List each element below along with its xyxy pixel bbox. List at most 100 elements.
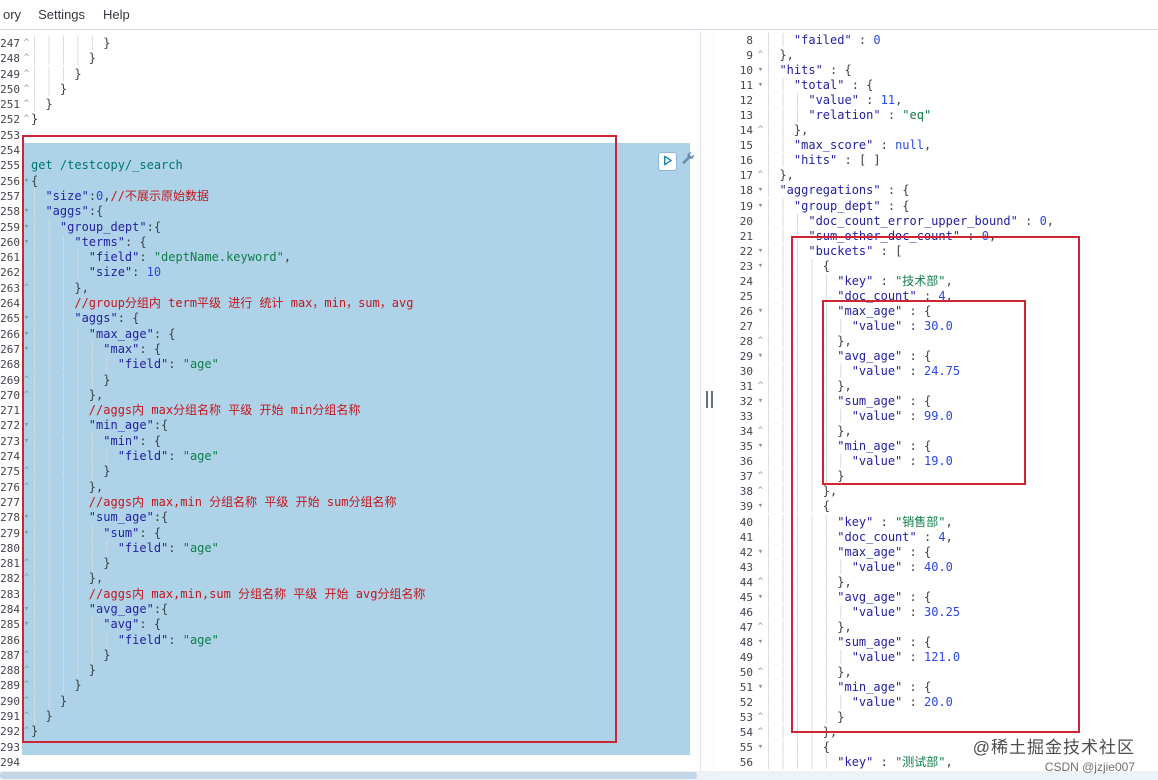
line-number: 267	[0, 342, 20, 356]
fold-open-icon[interactable]: ▾	[23, 175, 30, 186]
fold-end-icon[interactable]: ^	[23, 83, 30, 94]
fold-spacer	[756, 214, 765, 229]
fold-end-icon[interactable]: ^	[757, 381, 764, 392]
code-line-content: ^│ │ │ },	[22, 280, 690, 297]
fold-end-icon[interactable]: ^	[757, 486, 764, 497]
send-request-button[interactable]	[658, 152, 677, 171]
fold-open-icon[interactable]: ▾	[757, 350, 764, 361]
horizontal-scrollbar-thumb[interactable]	[0, 772, 697, 779]
code-text: │ │ │ │ {	[765, 258, 831, 273]
fold-end-icon[interactable]: ^	[23, 695, 30, 706]
fold-open-icon[interactable]: ▾	[757, 200, 764, 211]
line-number: 32	[739, 395, 753, 409]
code-text: │ │ │ │ │ "doc_count" : 4,	[765, 288, 953, 303]
fold-open-icon[interactable]: ▾	[23, 221, 30, 232]
fold-end-icon[interactable]: ^	[23, 558, 30, 569]
fold-end-icon[interactable]: ^	[23, 665, 30, 676]
line-number: 269	[0, 373, 20, 387]
fold-open-icon[interactable]: ▾	[23, 420, 30, 431]
fold-open-icon[interactable]: ▾	[23, 603, 30, 614]
resize-handle-icon[interactable]	[706, 391, 713, 408]
fold-end-icon[interactable]: ^	[757, 666, 764, 677]
line-number: 277	[0, 495, 20, 509]
fold-end-icon[interactable]: ^	[757, 335, 764, 346]
fold-open-icon[interactable]: ▾	[757, 305, 764, 316]
code-line-content: ^│ │ │ │ │ },	[756, 620, 1158, 635]
fold-end-icon[interactable]: ^	[757, 170, 764, 181]
line-number: 275	[0, 465, 20, 479]
code-text: │ │ │ │ │ │ "value" : 30.25	[765, 604, 961, 619]
fold-open-icon[interactable]: ▾	[757, 591, 764, 602]
fold-open-icon[interactable]: ▾	[757, 245, 764, 256]
fold-end-icon[interactable]: ^	[23, 389, 30, 400]
code-text: │ │ │ │ │ },	[765, 664, 852, 679]
line-number: 9	[746, 49, 753, 63]
fold-spacer	[756, 454, 765, 469]
horizontal-scrollbar[interactable]	[0, 771, 1158, 780]
code-text: │ │ │ │ │ "doc_count" : 4,	[765, 529, 953, 544]
menu-item-help[interactable]: Help	[103, 7, 130, 22]
request-editor[interactable]: 247^│ │ │ │ │ }248^│ │ │ │ }249^│ │ │ }2…	[0, 31, 700, 771]
fold-open-icon[interactable]: ▾	[23, 527, 30, 538]
fold-end-icon[interactable]: ^	[23, 114, 30, 125]
fold-open-icon[interactable]: ▾	[757, 396, 764, 407]
fold-end-icon[interactable]: ^	[23, 53, 30, 64]
fold-end-icon[interactable]: ^	[23, 38, 30, 48]
code-line-content: get /testcopy/_search	[22, 158, 690, 174]
fold-open-icon[interactable]: ▾	[757, 742, 764, 753]
fold-open-icon[interactable]: ▾	[757, 501, 764, 512]
fold-open-icon[interactable]: ▾	[757, 441, 764, 452]
fold-end-icon[interactable]: ^	[757, 426, 764, 437]
fold-end-icon[interactable]: ^	[23, 99, 30, 110]
fold-end-icon[interactable]: ^	[23, 481, 30, 492]
fold-open-icon[interactable]: ▾	[23, 206, 30, 217]
code-line-content: ^│ }	[22, 709, 690, 725]
code-line-content: ^│ │ │ │ },	[22, 571, 690, 587]
code-text: │ │ │ │ │ "sum": {	[31, 525, 162, 540]
fold-open-icon[interactable]: ▾	[23, 619, 30, 630]
code-text: │ │ │ "relation" : "eq"	[765, 108, 932, 123]
fold-end-icon[interactable]: ^	[757, 576, 764, 587]
menu-item-history[interactable]: ory	[3, 7, 22, 22]
fold-open-icon[interactable]: ▾	[757, 185, 764, 196]
fold-end-icon[interactable]: ^	[757, 621, 764, 632]
code-line: 265▾│ │ │ "aggs": {	[0, 311, 700, 327]
code-line: 254	[0, 143, 700, 159]
fold-open-icon[interactable]: ▾	[757, 636, 764, 647]
fold-end-icon[interactable]: ^	[23, 573, 30, 584]
menu-item-settings[interactable]: Settings	[38, 7, 86, 22]
fold-open-icon[interactable]: ▾	[23, 313, 30, 324]
fold-open-icon[interactable]: ▾	[23, 435, 30, 446]
fold-open-icon[interactable]: ▾	[757, 65, 764, 76]
fold-end-icon[interactable]: ^	[757, 471, 764, 482]
code-text: │ │ │ │ "size": 10	[31, 265, 162, 280]
fold-end-icon[interactable]: ^	[757, 50, 764, 61]
panel-divider[interactable]	[700, 31, 716, 771]
fold-open-icon[interactable]: ▾	[23, 512, 30, 523]
line-number: 272	[0, 419, 20, 433]
fold-end-icon[interactable]: ^	[757, 727, 764, 738]
code-line-content: ^│ │ │ │ │ }	[756, 710, 1158, 725]
fold-end-icon[interactable]: ^	[23, 282, 30, 293]
fold-end-icon[interactable]: ^	[23, 680, 30, 691]
fold-open-icon[interactable]: ▾	[757, 546, 764, 557]
fold-end-icon[interactable]: ^	[757, 125, 764, 136]
fold-open-icon[interactable]: ▾	[23, 343, 30, 354]
fold-end-icon[interactable]: ^	[23, 726, 30, 737]
fold-end-icon[interactable]: ^	[23, 649, 30, 660]
fold-open-icon[interactable]: ▾	[23, 236, 30, 247]
fold-open-icon[interactable]: ▾	[757, 682, 764, 693]
fold-end-icon[interactable]: ^	[23, 68, 30, 79]
code-line-content: │ │ │ │ │ "key" : "技术部",	[756, 274, 1158, 289]
fold-end-icon[interactable]: ^	[23, 374, 30, 385]
fold-end-icon[interactable]: ^	[23, 711, 30, 722]
fold-open-icon[interactable]: ▾	[23, 328, 30, 339]
request-options-button[interactable]	[680, 151, 697, 170]
code-line-content: ▾│ │ │ │ │ "avg_age" : {	[756, 590, 1158, 605]
line-number: 274	[0, 450, 20, 464]
fold-end-icon[interactable]: ^	[757, 712, 764, 723]
fold-open-icon[interactable]: ▾	[757, 260, 764, 271]
fold-end-icon[interactable]: ^	[23, 466, 30, 477]
fold-open-icon[interactable]: ▾	[757, 80, 764, 91]
